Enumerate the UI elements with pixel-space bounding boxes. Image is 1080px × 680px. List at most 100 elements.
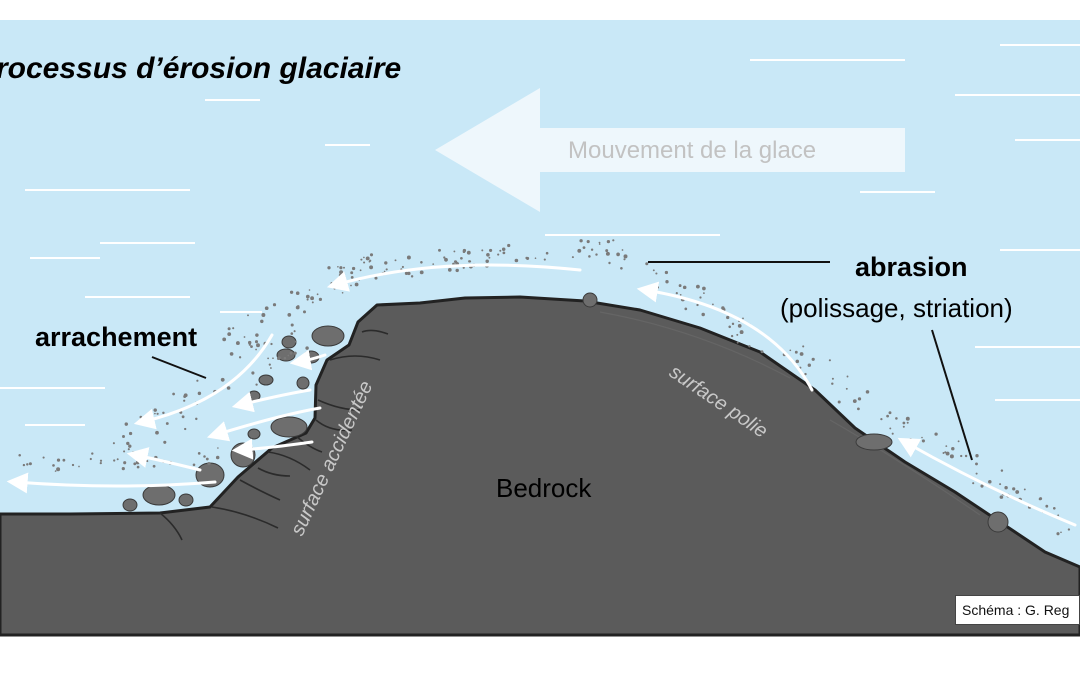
sediment-particle — [270, 342, 273, 346]
sediment-particle — [363, 261, 366, 264]
sediment-particle — [153, 408, 157, 412]
sediment-particle — [181, 415, 185, 419]
sediment-particle — [831, 377, 834, 380]
sediment-particle — [203, 455, 206, 458]
sediment-particle — [652, 269, 655, 272]
sediment-particle — [699, 296, 702, 299]
sediment-particle — [26, 463, 29, 466]
rock-fragment — [311, 325, 345, 347]
sediment-particle — [499, 249, 502, 252]
sediment-particle — [526, 256, 530, 260]
sediment-particle — [748, 345, 751, 348]
diagram-title: rocessus d’érosion glaciaire — [0, 52, 401, 85]
sediment-particle — [905, 416, 910, 421]
sediment-particle — [99, 459, 103, 462]
sediment-particle — [789, 349, 792, 352]
sediment-particle — [126, 441, 130, 446]
flow-arrow-small — [206, 406, 322, 442]
sediment-particle — [605, 251, 610, 256]
sediment-particle — [453, 260, 457, 264]
sediment-particle — [623, 258, 626, 261]
sediment-particle — [606, 239, 611, 244]
sediment-particle — [447, 268, 452, 272]
sediment-particle — [571, 256, 574, 259]
sediment-particle — [294, 340, 297, 343]
sediment-particle — [623, 254, 628, 259]
sediment-particle — [577, 248, 582, 253]
sediment-particle — [586, 240, 590, 244]
sediment-particle — [333, 287, 336, 290]
sediment-particle — [121, 467, 125, 471]
sediment-particle — [56, 467, 61, 472]
sediment-particle — [369, 265, 374, 270]
rock-fragment — [281, 335, 297, 349]
sediment-particle — [406, 255, 411, 260]
sediment-particle — [514, 258, 519, 263]
sediment-particle — [354, 282, 359, 287]
rock-fragment — [178, 493, 194, 507]
sediment-particle — [469, 260, 472, 263]
sediment-particle — [135, 460, 140, 465]
sediment-particle — [466, 250, 471, 255]
sediment-particle — [1052, 506, 1056, 510]
sediment-particle — [975, 454, 979, 458]
sediment-particle — [306, 298, 309, 301]
sediment-particle — [255, 348, 257, 351]
sediment-particle — [737, 324, 742, 328]
sediment-particle — [543, 258, 546, 261]
polished-surface-texture — [599, 311, 981, 516]
sediment-particle — [438, 248, 441, 252]
credit-text: Schéma : G. Reg — [962, 602, 1070, 618]
sediment-particle — [310, 296, 315, 301]
sediment-particle — [837, 400, 841, 404]
sediment-particle — [999, 483, 1002, 486]
sediment-particle — [980, 484, 984, 488]
sediment-particle — [485, 259, 489, 263]
sediment-particle — [811, 357, 815, 361]
sediment-particle — [1012, 487, 1016, 491]
sediment-particle — [339, 266, 343, 270]
sediment-particle — [152, 464, 156, 468]
sediment-particle — [123, 461, 127, 465]
sediment-particle — [22, 463, 26, 467]
sediment-particle — [183, 395, 187, 398]
sediment-particle — [385, 268, 388, 271]
sediment-particle — [595, 253, 598, 256]
sediment-particle — [318, 297, 323, 302]
sediment-particle — [162, 411, 165, 415]
sediment-particle — [311, 301, 314, 304]
flow-arrow-bottom — [6, 472, 217, 494]
sediment-particle — [278, 356, 281, 359]
sediment-particle — [342, 275, 346, 279]
sediment-particle — [488, 256, 491, 259]
sediment-particle — [56, 458, 61, 462]
sediment-particle — [857, 407, 860, 411]
sediment-particle — [696, 303, 699, 307]
sediment-particle — [964, 454, 968, 458]
sediment-particle — [736, 333, 739, 336]
sediment-particle — [828, 359, 831, 362]
sediment-particle — [497, 253, 500, 256]
sediment-particle — [934, 432, 938, 436]
sediment-particle — [207, 462, 211, 466]
sediment-particle — [886, 414, 889, 418]
sediment-particle — [305, 294, 310, 299]
sediment-particle — [247, 314, 249, 317]
sediment-particle — [703, 292, 705, 294]
sediment-particle — [360, 258, 363, 261]
sediment-particle — [590, 248, 594, 251]
sediment-particle — [889, 427, 892, 430]
sediment-particle — [736, 341, 739, 344]
sediment-particle — [1015, 490, 1020, 494]
sediment-particle — [136, 465, 140, 469]
sediment-particle — [128, 444, 132, 448]
sediment-particle — [443, 256, 446, 259]
sediment-particle — [197, 391, 202, 396]
sediment-particle — [1038, 497, 1042, 501]
sediment-particle — [146, 460, 149, 463]
sediment-particle — [957, 440, 960, 443]
sediment-particle — [308, 289, 311, 291]
sediment-particle — [155, 430, 159, 435]
bedrock-fractures — [159, 329, 389, 541]
